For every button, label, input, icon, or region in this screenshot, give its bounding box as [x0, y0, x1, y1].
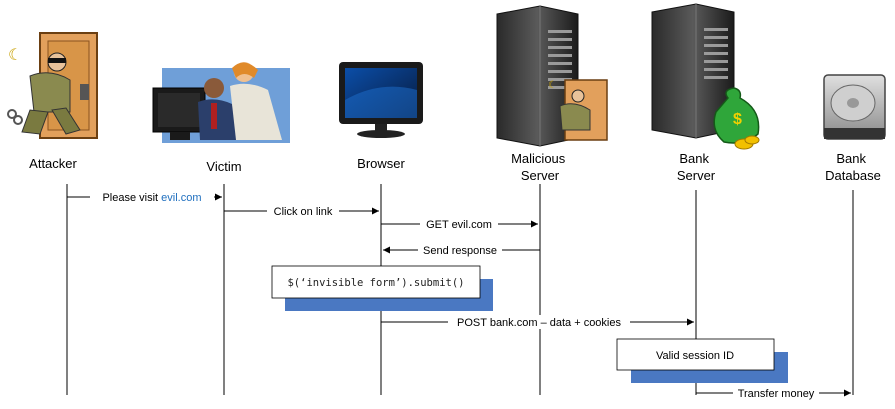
note-text: Valid session ID [656, 350, 734, 362]
server-with-money-bag-icon: $ [651, 3, 760, 150]
message-label: Transfer money [738, 388, 815, 400]
note-invisible-form: $(‘invisible form’).submit() [271, 265, 493, 311]
actor-label-bank-database: Bank Database [825, 151, 881, 183]
burglar-icon: ☾ [7, 32, 98, 139]
message-click-on-link: Click on link [224, 204, 379, 218]
message-post-bank: POST bank.com – data + cookies [381, 315, 694, 329]
svg-text:$: $ [733, 111, 742, 128]
evil-link[interactable]: evil.com [161, 192, 201, 204]
message-label: Please visit [102, 192, 161, 204]
message-please-visit: Please visit evil.com [67, 190, 222, 204]
message-get-evil: GET evil.com [381, 217, 538, 231]
message-label: GET evil.com [426, 219, 492, 231]
server-with-burglar-icon: ☾ [496, 5, 608, 147]
actor-label-attacker: Attacker [29, 156, 77, 171]
message-send-response: Send response [383, 243, 540, 257]
monitor-icon [339, 62, 423, 138]
note-text: $(‘invisible form’).submit() [287, 277, 464, 289]
svg-text:Please visit evil.com: Please visit evil.com [102, 192, 201, 204]
actor-label-bank-server: Bank Server [677, 151, 716, 183]
actor-label-browser: Browser [357, 156, 405, 171]
actor-label-victim: Victim [206, 159, 241, 174]
hard-drive-icon [823, 74, 886, 140]
message-label: Click on link [274, 206, 333, 218]
actor-label-malicious-server: Malicious Server [511, 151, 569, 183]
message-transfer-money: Transfer money [696, 386, 851, 400]
note-valid-session: Valid session ID [616, 338, 788, 383]
svg-text:☾: ☾ [548, 80, 557, 91]
svg-text:☾: ☾ [8, 47, 22, 64]
message-label: Send response [423, 245, 497, 257]
message-label: POST bank.com – data + cookies [457, 317, 621, 329]
office-workers-icon [152, 62, 290, 143]
